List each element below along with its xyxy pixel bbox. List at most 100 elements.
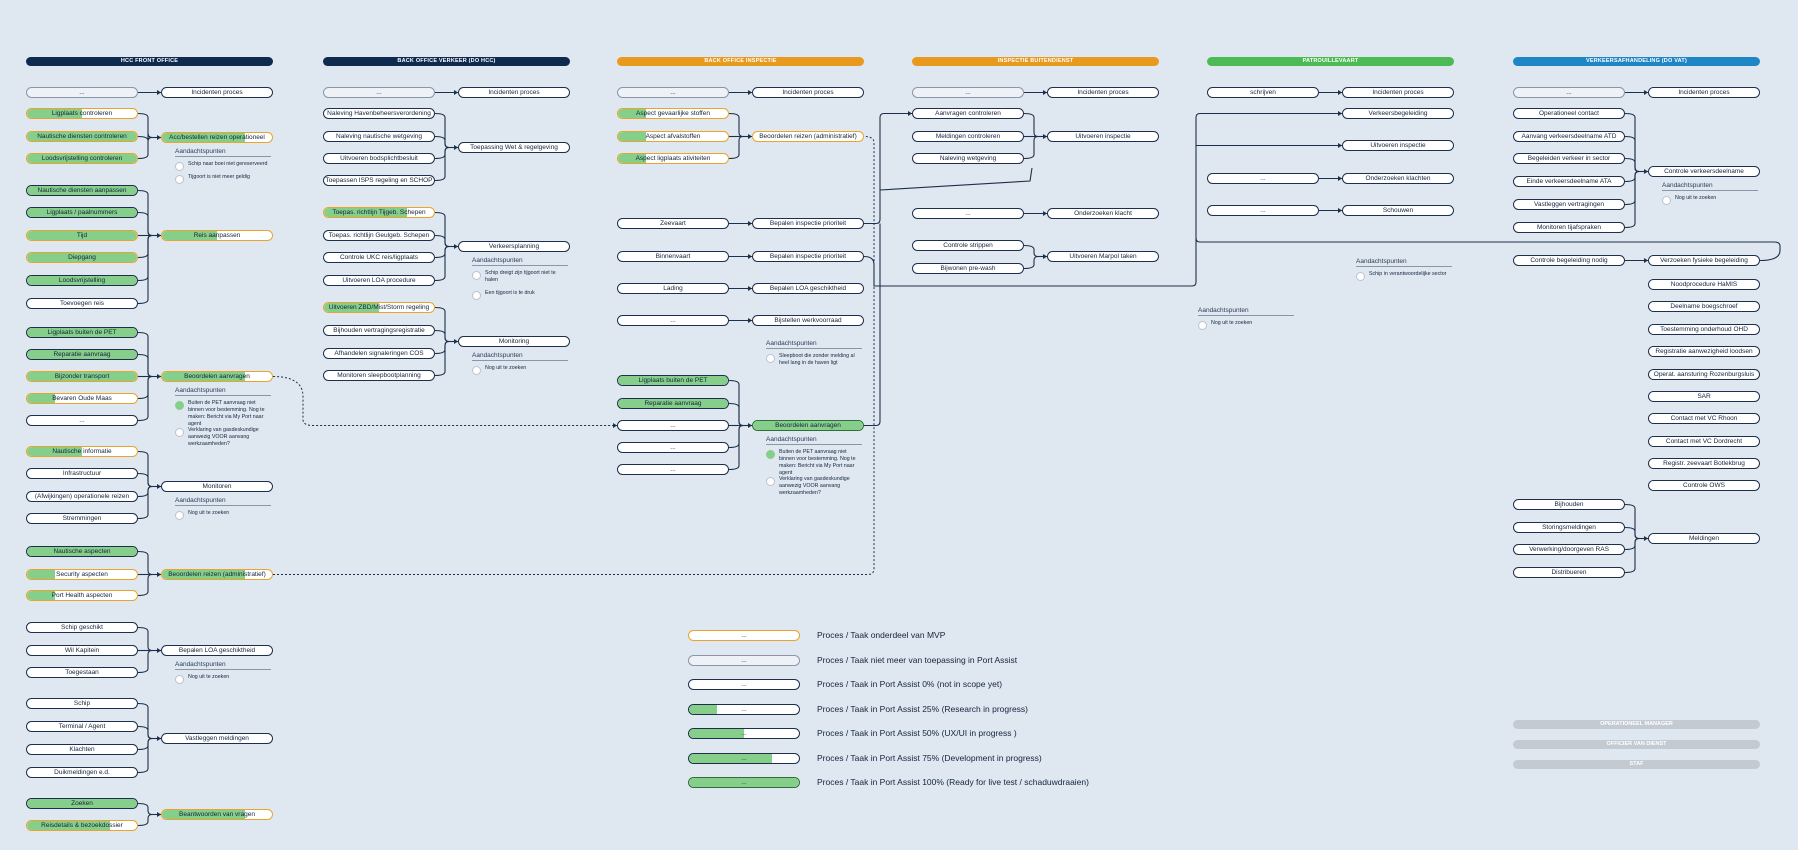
note-checkbox-icon[interactable] (472, 291, 481, 300)
node-c1-b2[interactable]: Ligplaats / paalnummers (26, 207, 138, 218)
note-checkbox-icon[interactable] (1662, 196, 1671, 205)
node-c2-a1[interactable]: Naleving Havenbeheersverordening (323, 108, 435, 119)
note-checkbox-icon[interactable] (472, 366, 481, 375)
node-c2-c1[interactable]: Uitvoeren ZBD/Mist/Storm regeling (323, 302, 435, 313)
node-c6-l8[interactable]: Contact met VC Dordrecht (1648, 436, 1760, 447)
note-checkbox-icon[interactable] (766, 354, 775, 363)
node-c3-top[interactable]: ... (617, 87, 729, 98)
node-c1-c4[interactable]: Bevaren Oude Maas (26, 393, 138, 404)
node-c1-b1[interactable]: Nautische diensten aanpassen (26, 185, 138, 196)
node-legend1[interactable]: ... (688, 654, 800, 666)
node-c6-a5[interactable]: Vastleggen vertragingen (1513, 199, 1625, 210)
node-c3-c3[interactable]: ... (617, 420, 729, 431)
node-c3-c4[interactable]: ... (617, 442, 729, 453)
node-c6-a6[interactable]: Monitoren tijafspraken (1513, 222, 1625, 233)
node-c1-b5[interactable]: Loodsvrijstelling (26, 275, 138, 286)
node-legend2[interactable]: ... (688, 679, 800, 690)
node-c3-b1-out[interactable]: Bepalen inspectie prioriteit (752, 218, 864, 229)
node-c1-d3[interactable]: (Afwijkingen) operationele reizen (26, 491, 138, 502)
node-c2-b-out[interactable]: Verkeersplanning (458, 241, 570, 252)
node-c4-a3[interactable]: Naleving wetgeving (912, 153, 1024, 164)
node-c1-c5[interactable]: ... (26, 415, 138, 426)
node-c1-a-out[interactable]: Acc/bestellen reizen operationeel (161, 132, 273, 143)
node-c3-c2[interactable]: Reparatie aanvraag (617, 398, 729, 409)
node-c1-a2[interactable]: Nautische diensten controleren (26, 131, 138, 142)
node-c2-b2[interactable]: Toepas. richtlijn Geulgeb. Schepen (323, 230, 435, 241)
node-c2-a2[interactable]: Naleving nautische wetgeving (323, 131, 435, 142)
node-c1-e3[interactable]: Port Health aspecten (26, 590, 138, 601)
node-c1-b3[interactable]: Tijd (26, 230, 138, 241)
node-c4-a1[interactable]: Aanvragen controleren (912, 108, 1024, 119)
node-c1-f-out[interactable]: Bepalen LOA geschiktheid (161, 645, 273, 656)
node-c1-g4[interactable]: Duikmeldingen e.d. (26, 767, 138, 778)
note-checkbox-icon[interactable] (766, 477, 775, 486)
node-c2-incident[interactable]: Incidenten proces (458, 87, 570, 98)
node-c3-c-out[interactable]: Beoordelen aanvragen (752, 420, 864, 431)
node-c6-a4[interactable]: Einde verkeersdeelname ATA (1513, 176, 1625, 187)
node-c6-c2[interactable]: Storingsmeldingen (1513, 522, 1625, 533)
node-c1-b-out[interactable]: Reis aanpassen (161, 230, 273, 241)
node-c6-incident[interactable]: Incidenten proces (1648, 87, 1760, 98)
node-c4-c-out[interactable]: Uitvoeren Marpol taken (1047, 251, 1159, 262)
node-c4-b-out[interactable]: Onderzoeken klacht (1047, 208, 1159, 219)
node-c3-a1[interactable]: Aspect gevaarlijke stoffen (617, 108, 729, 119)
node-c2-a-out[interactable]: Toepassing Wet & regelgeving (458, 142, 570, 153)
node-c4-c1[interactable]: Controle strippen (912, 240, 1024, 251)
node-c4-a2[interactable]: Meldingen controleren (912, 131, 1024, 142)
node-c6-a1[interactable]: Operationeel contact (1513, 108, 1625, 119)
node-c2-b4[interactable]: Uitvoeren LOA procedure (323, 275, 435, 286)
node-c5-top[interactable]: schrijven (1207, 87, 1319, 98)
node-c3-b2[interactable]: Binnenvaart (617, 251, 729, 262)
node-c6-l4[interactable]: Registratie aanwezigheid loodsen (1648, 346, 1760, 357)
node-c3-c5[interactable]: ... (617, 464, 729, 475)
note-checkbox-icon[interactable] (175, 675, 184, 684)
node-c1-d2[interactable]: Infrastructuur (26, 468, 138, 479)
node-c6-l2[interactable]: Deelname boegschroef (1648, 301, 1760, 312)
note-checkbox-icon[interactable] (1198, 321, 1207, 330)
node-c4-incident[interactable]: Incidenten proces (1047, 87, 1159, 98)
node-c3-a-out[interactable]: Beoordelen reizen (administratief) (752, 131, 864, 142)
node-c6-l1[interactable]: Noodprocedure HaMIS (1648, 279, 1760, 290)
node-c1-f3[interactable]: Toegestaan (26, 667, 138, 678)
note-checkbox-icon[interactable] (175, 428, 184, 437)
node-c1-h1[interactable]: Zoeken (26, 798, 138, 809)
node-c6-l9[interactable]: Registr. zeevaart Botlekbrug (1648, 458, 1760, 469)
node-c3-b3[interactable]: Lading (617, 283, 729, 294)
node-c6-l5[interactable]: Operat. aansturing Rozenburgsluis (1648, 369, 1760, 380)
node-c6-l3[interactable]: Toestemming onderhoud OHD (1648, 324, 1760, 335)
node-c1-h2[interactable]: Reisdetails & bezoekdossier (26, 820, 138, 831)
node-c6-a2[interactable]: Aanvang verkeersdeelname ATD (1513, 131, 1625, 142)
node-c1-b6[interactable]: Toevoegen reis (26, 298, 138, 309)
node-legend5[interactable]: ... (688, 752, 800, 764)
node-c6-a-out[interactable]: Controle verkeersdeelname (1648, 166, 1760, 177)
node-c2-b3[interactable]: Controle UKC reis/ligplaats (323, 252, 435, 263)
node-c6-l6[interactable]: SAR (1648, 391, 1760, 402)
node-c4-a-out[interactable]: Uitvoeren inspectie (1047, 131, 1159, 142)
node-c6-c-out[interactable]: Meldingen (1648, 533, 1760, 544)
node-c5-a1[interactable]: Verkeersbegeleiding (1342, 108, 1454, 119)
node-c2-c-out[interactable]: Monitoring (458, 336, 570, 347)
note-checkbox-icon[interactable] (175, 401, 184, 410)
node-c5-a2[interactable]: Uitvoeren inspectie (1342, 140, 1454, 151)
node-c1-top[interactable]: ... (26, 87, 138, 98)
node-c2-a3[interactable]: Uitvoeren bodsplichtbesluit (323, 153, 435, 164)
node-c1-c1[interactable]: Ligplaats buiten de PET (26, 327, 138, 338)
node-c6-c4[interactable]: Distribueren (1513, 567, 1625, 578)
node-c1-a1[interactable]: Ligplaats controleren (26, 108, 138, 119)
node-c3-b4-out[interactable]: Bijstellen werkvoorraad (752, 315, 864, 326)
node-c1-e2[interactable]: Security aspecten (26, 569, 138, 580)
node-c6-b-out[interactable]: Verzoeken fysieke begeleiding (1648, 255, 1760, 266)
note-checkbox-icon[interactable] (472, 271, 481, 280)
node-c1-f2[interactable]: Wil Kapitein (26, 645, 138, 656)
node-c3-b4[interactable]: ... (617, 315, 729, 326)
node-c6-top[interactable]: ... (1513, 87, 1625, 98)
node-legend3[interactable]: ... (688, 703, 800, 715)
node-c1-h-out[interactable]: Beantwoorden van vragen (161, 809, 273, 820)
node-c1-g2[interactable]: Terminal / Agent (26, 721, 138, 732)
node-c3-a3[interactable]: Aspect ligplaats ativiteiten (617, 153, 729, 164)
node-c1-d1[interactable]: Nautische informatie (26, 446, 138, 457)
node-c5-c-out[interactable]: Schouwen (1342, 205, 1454, 216)
node-c4-c2[interactable]: Bijwonen pre-wash (912, 263, 1024, 274)
node-c1-e1[interactable]: Nautische aspecten (26, 546, 138, 557)
node-c3-c1[interactable]: Ligplaats buiten de PET (617, 375, 729, 386)
